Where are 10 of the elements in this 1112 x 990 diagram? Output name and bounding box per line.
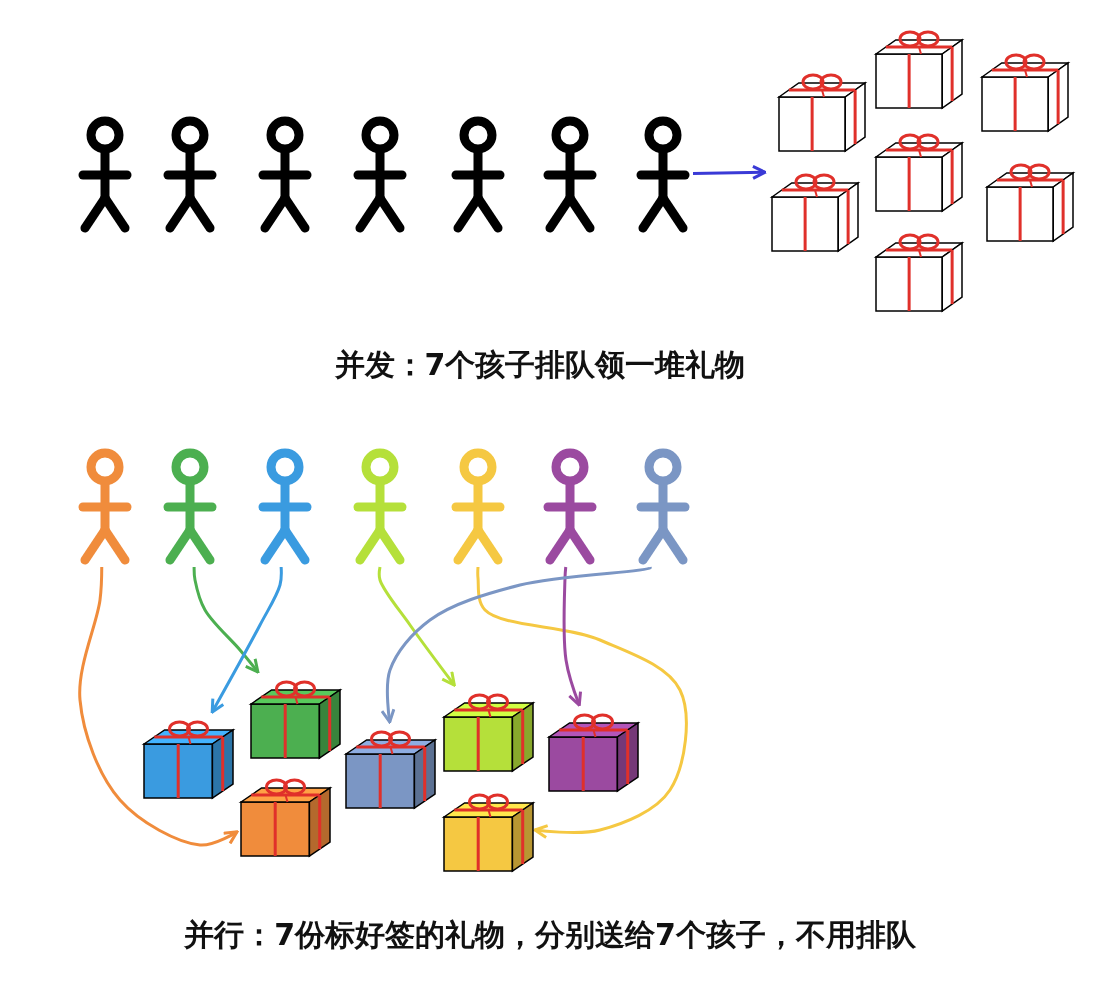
arrow — [78, 567, 239, 847]
caption: 并行：7份标好签的礼物，分别送给7个孩子，不用排队 — [184, 915, 916, 954]
arrow — [692, 164, 767, 180]
arrow — [377, 566, 456, 687]
arrow — [192, 567, 260, 674]
arrow — [210, 566, 283, 714]
arrow — [562, 566, 583, 707]
arrow — [476, 566, 688, 839]
arrow — [380, 565, 652, 724]
caption: 并发：7个孩子排队领一堆礼物 — [334, 345, 746, 384]
